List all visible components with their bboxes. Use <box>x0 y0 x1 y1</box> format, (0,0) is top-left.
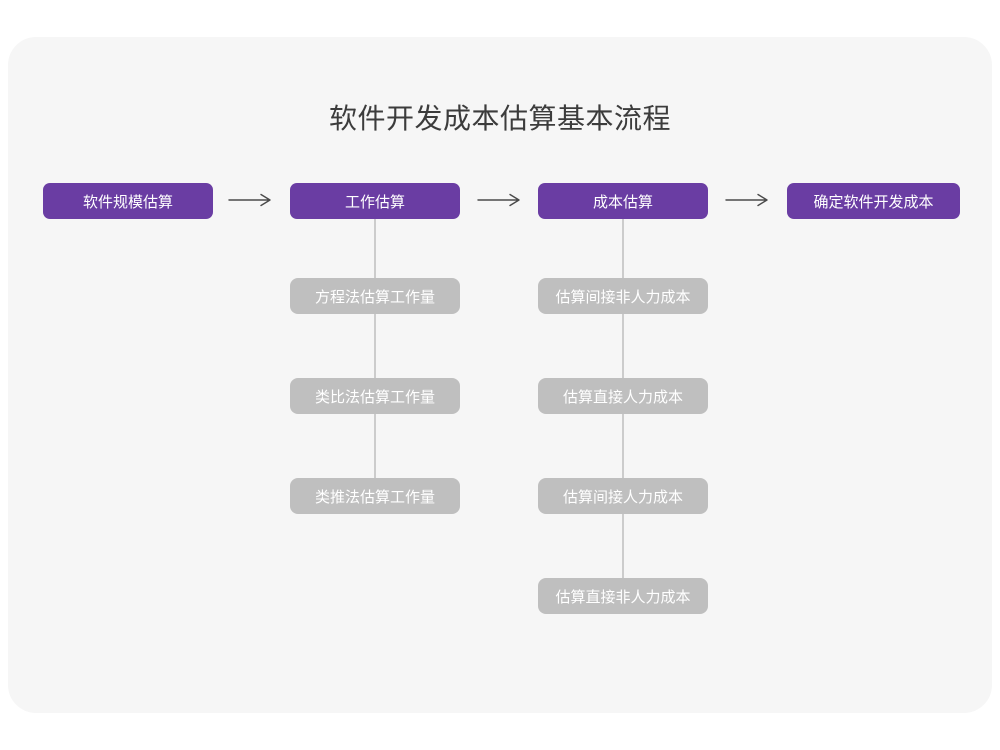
right-arrow-icon <box>477 193 521 207</box>
work-method-equation: 方程法估算工作量 <box>290 278 460 314</box>
cost-item-direct-non-labor: 估算直接非人力成本 <box>538 578 708 614</box>
diagram-card: 软件开发成本估算基本流程 软件规模估算 工作估算 成本估算 确定软件开发成本 方… <box>8 37 992 713</box>
diagram-title: 软件开发成本估算基本流程 <box>328 103 671 134</box>
flow-step-software-size-estimation: 软件规模估算 <box>43 183 213 219</box>
connector-line-work-estimation <box>374 218 376 480</box>
work-method-extrapolation: 类推法估算工作量 <box>290 478 460 514</box>
flow-step-work-estimation: 工作估算 <box>290 183 460 219</box>
flow-step-cost-estimation: 成本估算 <box>538 183 708 219</box>
cost-item-indirect-non-labor: 估算间接非人力成本 <box>538 278 708 314</box>
work-method-analogy: 类比法估算工作量 <box>290 378 460 414</box>
cost-item-direct-labor: 估算直接人力成本 <box>538 378 708 414</box>
cost-item-indirect-labor: 估算间接人力成本 <box>538 478 708 514</box>
right-arrow-icon <box>228 193 272 207</box>
flow-step-determine-development-cost: 确定软件开发成本 <box>787 183 960 219</box>
right-arrow-icon <box>725 193 769 207</box>
